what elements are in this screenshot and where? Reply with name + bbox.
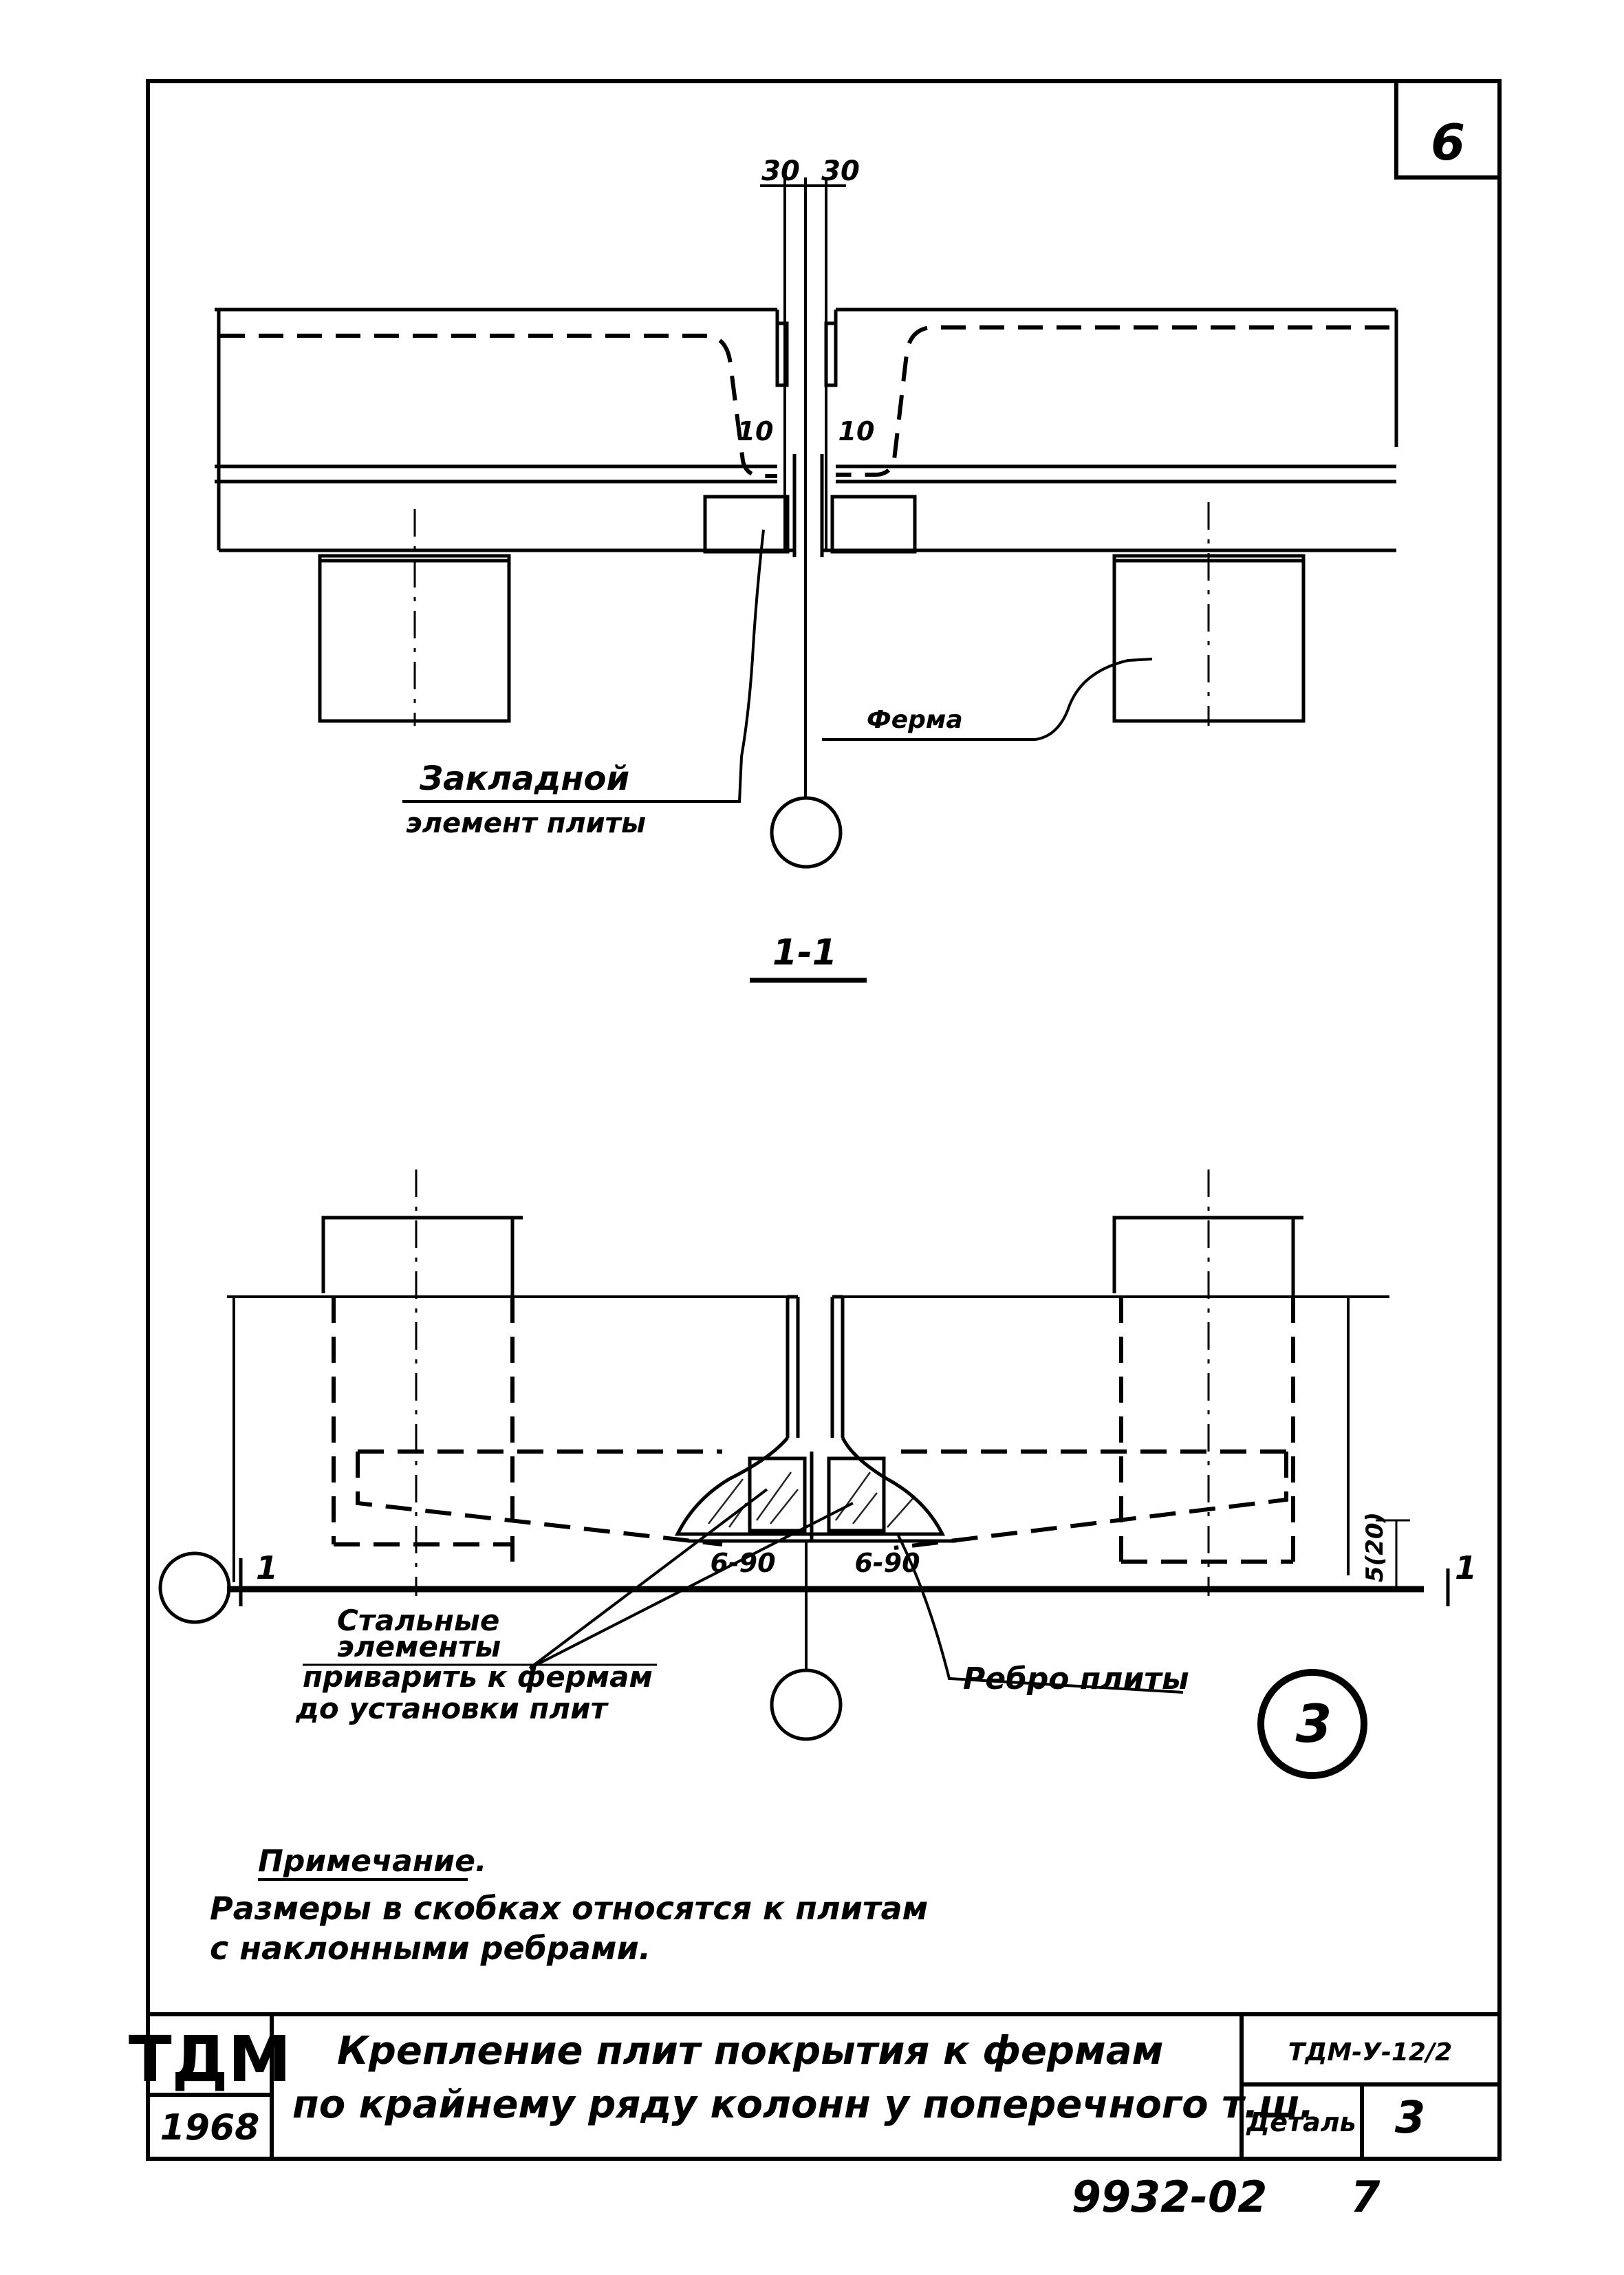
note-block: Примечание. Размеры в скобках относятся …: [210, 1844, 928, 1967]
plan-view: 6-90 6-90 1 1 5(20) Стальные элементы пр…: [158, 1169, 1477, 1779]
embed-label-line1: Закладной: [419, 759, 629, 798]
sheet-number-box: 6: [1394, 81, 1500, 180]
detail-bubble: [1257, 1669, 1367, 1779]
embedded-plate-right: [830, 495, 917, 554]
note-heading: Примечание.: [258, 1844, 487, 1879]
steel-label-line4: до установки плит: [295, 1692, 609, 1725]
steel-element-right: [827, 1456, 886, 1533]
weld-label-right: 6-90: [854, 1548, 920, 1578]
embed-label-line2: элемент плиты: [406, 808, 646, 839]
org-stamp: ТДМ: [129, 2023, 291, 2096]
title-line2: по крайнему ряду колонн у поперечного т.…: [292, 2082, 1314, 2127]
steel-label-line1: Стальные: [337, 1604, 499, 1637]
truss-label: Ферма: [867, 706, 963, 734]
detail-label: Деталь: [1246, 2107, 1356, 2137]
axis-bubble-bottom: [770, 1668, 843, 1741]
steel-label-line2: элементы: [337, 1630, 501, 1663]
dim-10-left: 10: [737, 416, 774, 446]
weld-label-left: 6-90: [710, 1548, 775, 1578]
bottom-page: 7: [1350, 2172, 1381, 2222]
section-mark: 1-1: [772, 932, 837, 973]
drawing-code: ТДМ-У-12/2: [1288, 2038, 1452, 2067]
weld-zone: [674, 1436, 946, 1536]
bottom-code: 9932-02: [1072, 2172, 1268, 2222]
detail-number: 3: [1395, 2093, 1426, 2144]
year: 1968: [160, 2107, 260, 2148]
dim-vertical: 5(20): [1361, 1512, 1389, 1582]
cut-mark-left: 1: [256, 1549, 278, 1586]
rib-label: Ребро плиты: [963, 1661, 1189, 1696]
title-line1: Крепление плит покрытия к фермам: [337, 2029, 1163, 2073]
axis-bubble-top: [770, 796, 843, 869]
dim-10-right: 10: [838, 416, 875, 446]
detail-bubble-number: 3: [1296, 1693, 1332, 1754]
note-line1: Размеры в скобках относятся к плитам: [210, 1890, 928, 1927]
embedded-plate-left: [703, 495, 790, 554]
dim-30-left: 30: [761, 155, 800, 187]
sheet-frame: [146, 79, 1502, 2161]
title-block: ТДМ 1968 Крепление плит покрытия к ферма…: [129, 2012, 1500, 2159]
cut-mark-right: 1: [1455, 1549, 1477, 1586]
section-1-1-view: 30 30 10 10 Ферма Закладной элемент плит…: [215, 155, 1398, 983]
axis-bubble-left: [158, 1551, 231, 1624]
sheet-number: 6: [1431, 114, 1465, 171]
note-line2: с наклонными ребрами.: [210, 1930, 651, 1967]
dim-30-right: 30: [821, 155, 860, 187]
steel-element-left: [748, 1456, 807, 1533]
